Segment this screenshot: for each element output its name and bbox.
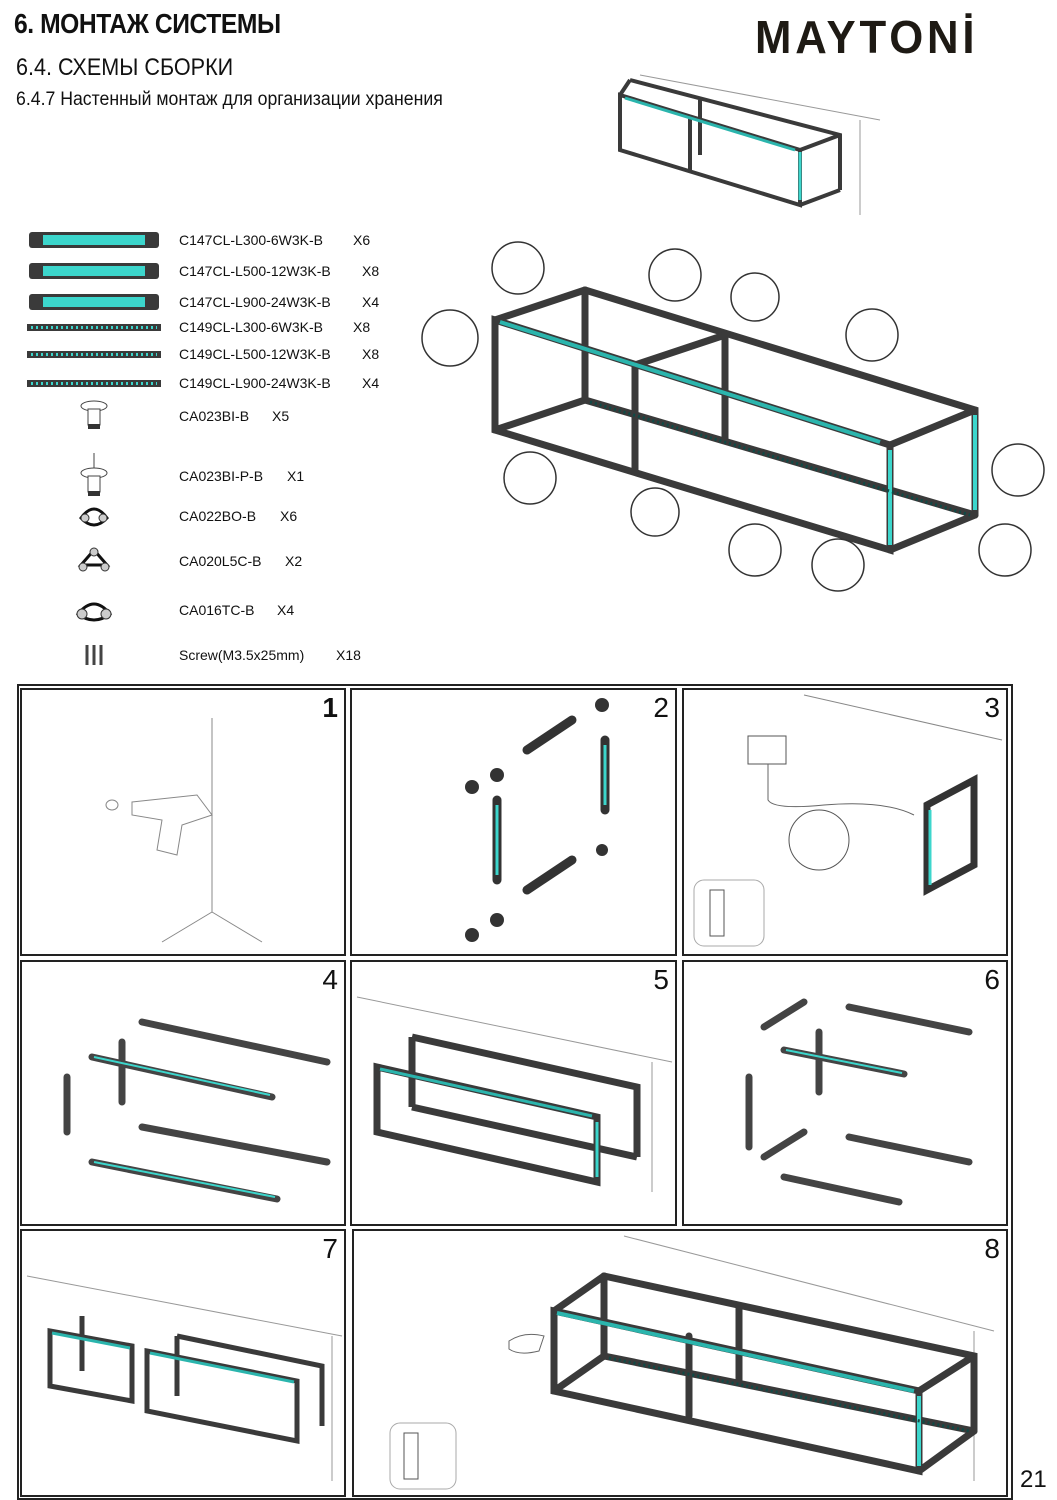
led-strip-icon [27,350,161,358]
led-strip-icon [27,323,161,331]
tube-light-icon [29,232,159,248]
connector-icon [26,502,162,530]
connector-icon [26,596,162,624]
step-panel-4: 4 [20,960,346,1226]
wall-mount-power-icon [26,453,162,499]
step-panel-7: 7 [20,1229,346,1497]
add-second-section-illustration [745,998,973,1206]
finished-installation-illustration [389,1235,995,1490]
subsection-title: 6.4. СХЕМЫ СБОРКИ [16,54,234,81]
brand-logo: MAYTONİ [755,11,979,63]
tube-light-icon [29,294,159,310]
step-panel-5: 5 [350,960,677,1226]
step-panel-6: 6 [682,960,1008,1226]
section-title: 6. МОНТАЖ СИСТЕМЫ [14,8,281,39]
add-rails-illustration [63,1018,331,1203]
page-number: 21 [1020,1466,1047,1493]
screws-icon [26,643,162,667]
step-panel-8: 8 [352,1229,1008,1497]
steps-outer-frame [17,684,1013,1500]
join-sections-illustration [26,1275,343,1481]
wiring-illustration [693,694,1003,947]
side-frame-parts-illustration [465,698,610,942]
wall-mount-icon [26,399,162,433]
tube-light-icon [29,263,159,279]
part-item: Screw(M3.5x25mm)X18 [26,643,426,667]
drill-wall-illustration [105,718,263,943]
step-panel-2: 2 [350,688,677,956]
connector-icon [26,547,162,575]
step-panel-3: 3 [682,688,1008,956]
mount-frame-illustration [356,996,673,1192]
led-strip-icon [27,379,161,387]
item-title: 6.4.7 Настенный монтаж для организации х… [16,89,443,110]
step-panel-1: 1 [20,688,346,956]
